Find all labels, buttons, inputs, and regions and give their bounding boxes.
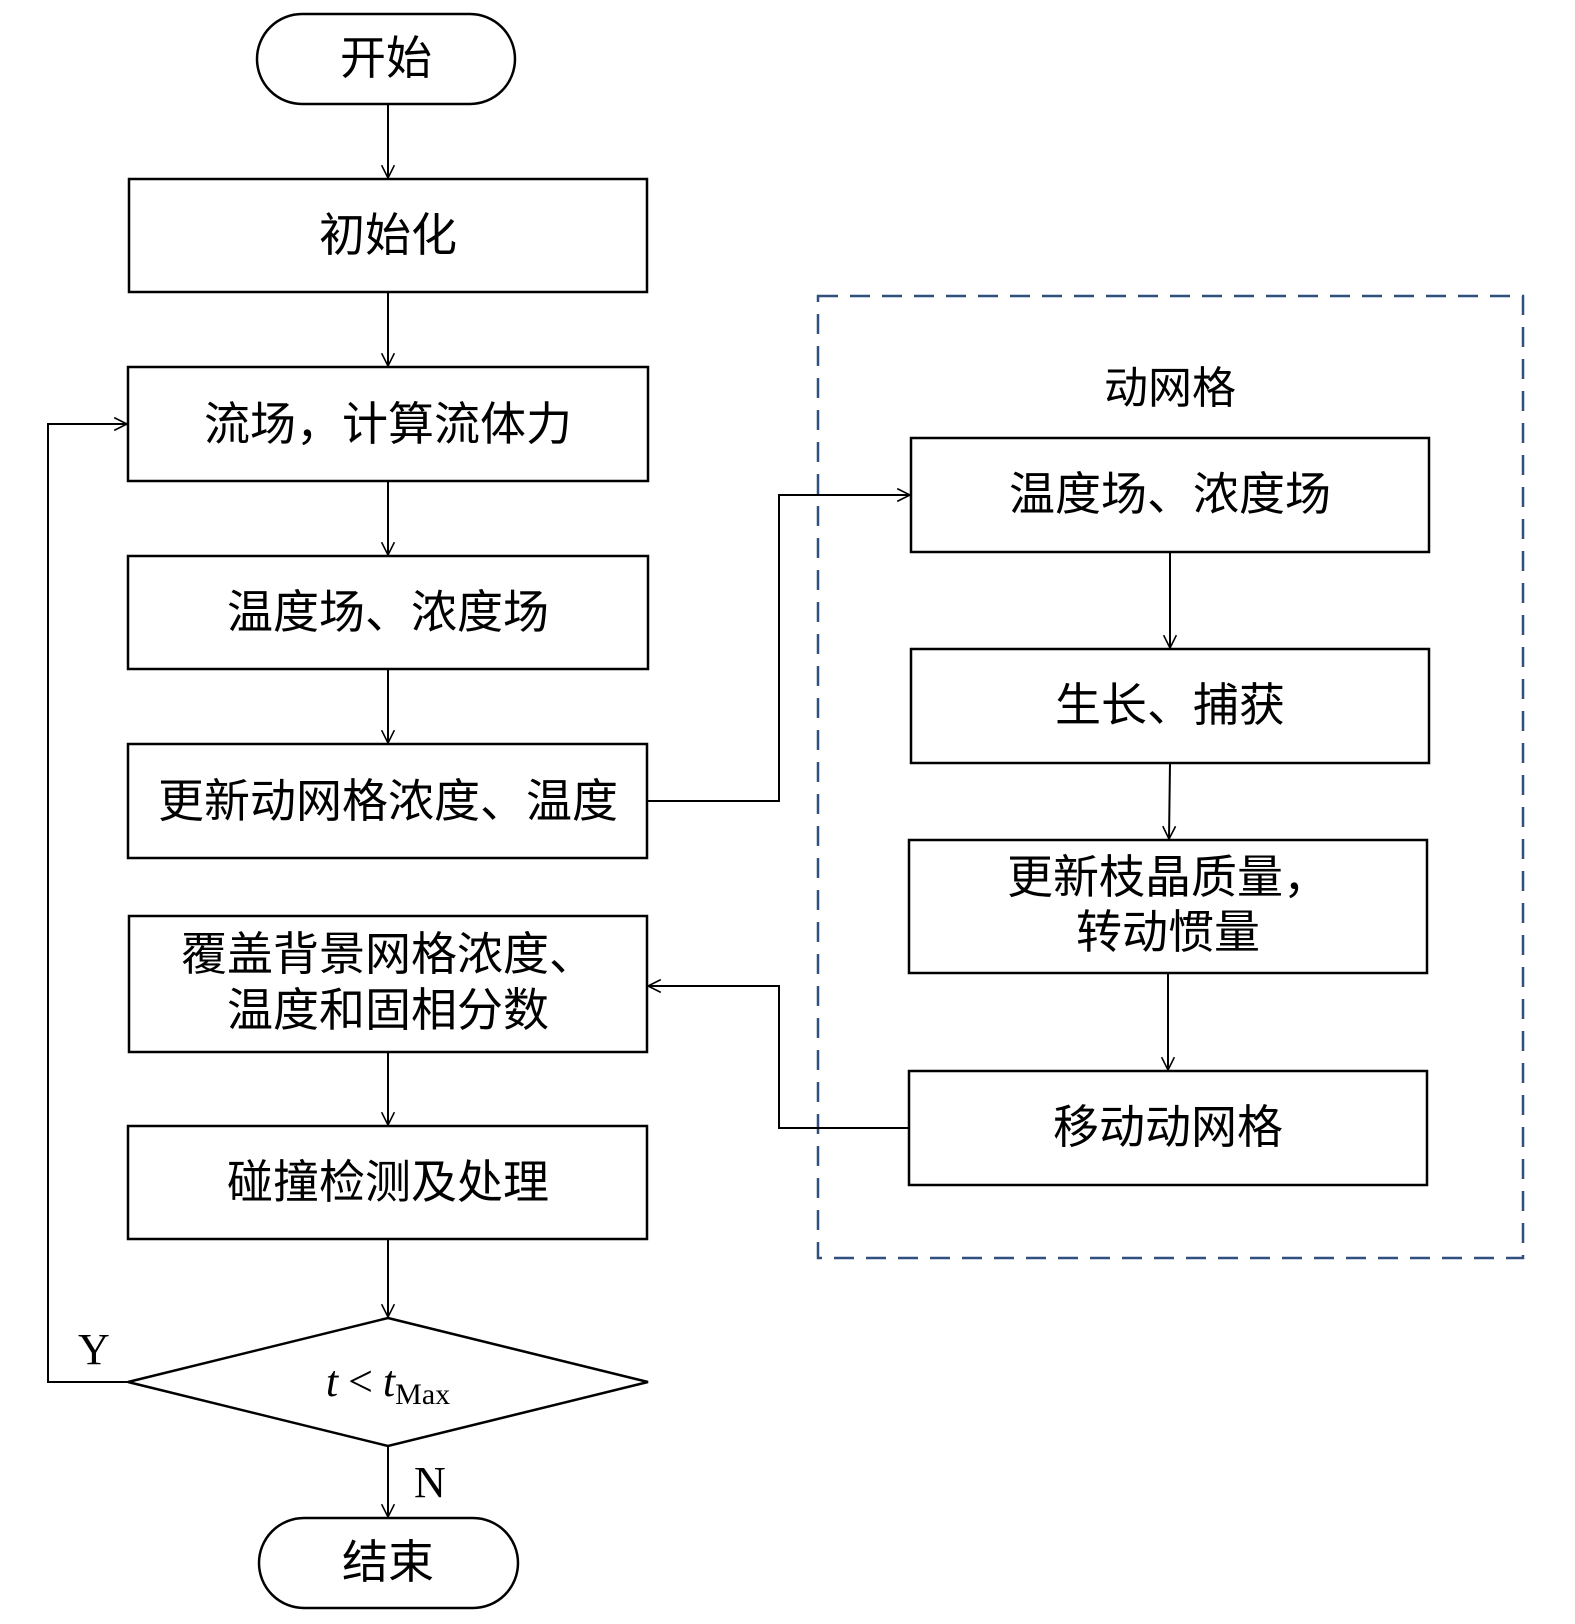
dm-move-mesh-box bbox=[907, 1069, 1429, 1187]
update-mesh-label: 更新动网格浓度、温度 bbox=[158, 774, 618, 828]
branch-label-no: N bbox=[414, 1458, 446, 1507]
overwrite-box bbox=[127, 914, 649, 1054]
temp-conc-label: 温度场、浓度场 bbox=[227, 585, 549, 639]
dm-temp-conc-box bbox=[909, 436, 1431, 554]
edge-update-to-dm bbox=[647, 495, 910, 802]
update-mesh-box bbox=[126, 742, 649, 860]
init-box bbox=[127, 177, 649, 294]
dm-growth-box bbox=[909, 647, 1431, 765]
dynamic-mesh-group bbox=[816, 294, 1525, 1260]
dm-update-mass-box bbox=[907, 838, 1429, 975]
overwrite-label-line1: 覆盖背景网格浓度、 bbox=[181, 927, 595, 981]
end-label: 结束 bbox=[342, 1535, 434, 1589]
branch-label-yes: Y bbox=[78, 1325, 110, 1374]
dm-update-mass-label-line2: 转动惯量 bbox=[1076, 905, 1260, 959]
flow-label: 流场，计算流体力 bbox=[204, 397, 572, 451]
condition-var: t bbox=[326, 1357, 340, 1406]
edge-dm-to-overwrite bbox=[648, 986, 909, 1129]
temp-conc-box bbox=[126, 554, 650, 671]
dm-move-mesh-label: 移动动网格 bbox=[1053, 1100, 1283, 1154]
condition-var2: t bbox=[383, 1357, 397, 1406]
overwrite-label-line2: 温度和固相分数 bbox=[227, 983, 549, 1037]
dm-temp-conc-label: 温度场、浓度场 bbox=[1009, 467, 1331, 521]
collision-label: 碰撞检测及处理 bbox=[227, 1155, 549, 1209]
edge-dm-growth-mass bbox=[1169, 762, 1170, 839]
dm-update-mass-label-line1: 更新枝晶质量， bbox=[1007, 850, 1329, 904]
dm-growth-label: 生长、捕获 bbox=[1055, 678, 1285, 732]
dynamic-mesh-title: 动网格 bbox=[1104, 363, 1236, 414]
start-label: 开始 bbox=[340, 31, 432, 85]
condition-label: t<tMax bbox=[326, 1357, 450, 1411]
init-label: 初始化 bbox=[319, 208, 457, 262]
condition-op: < bbox=[348, 1357, 373, 1406]
edge-condition-loop-yes bbox=[47, 424, 128, 1383]
start-terminal bbox=[255, 12, 517, 106]
condition-sub: Max bbox=[395, 1378, 450, 1411]
